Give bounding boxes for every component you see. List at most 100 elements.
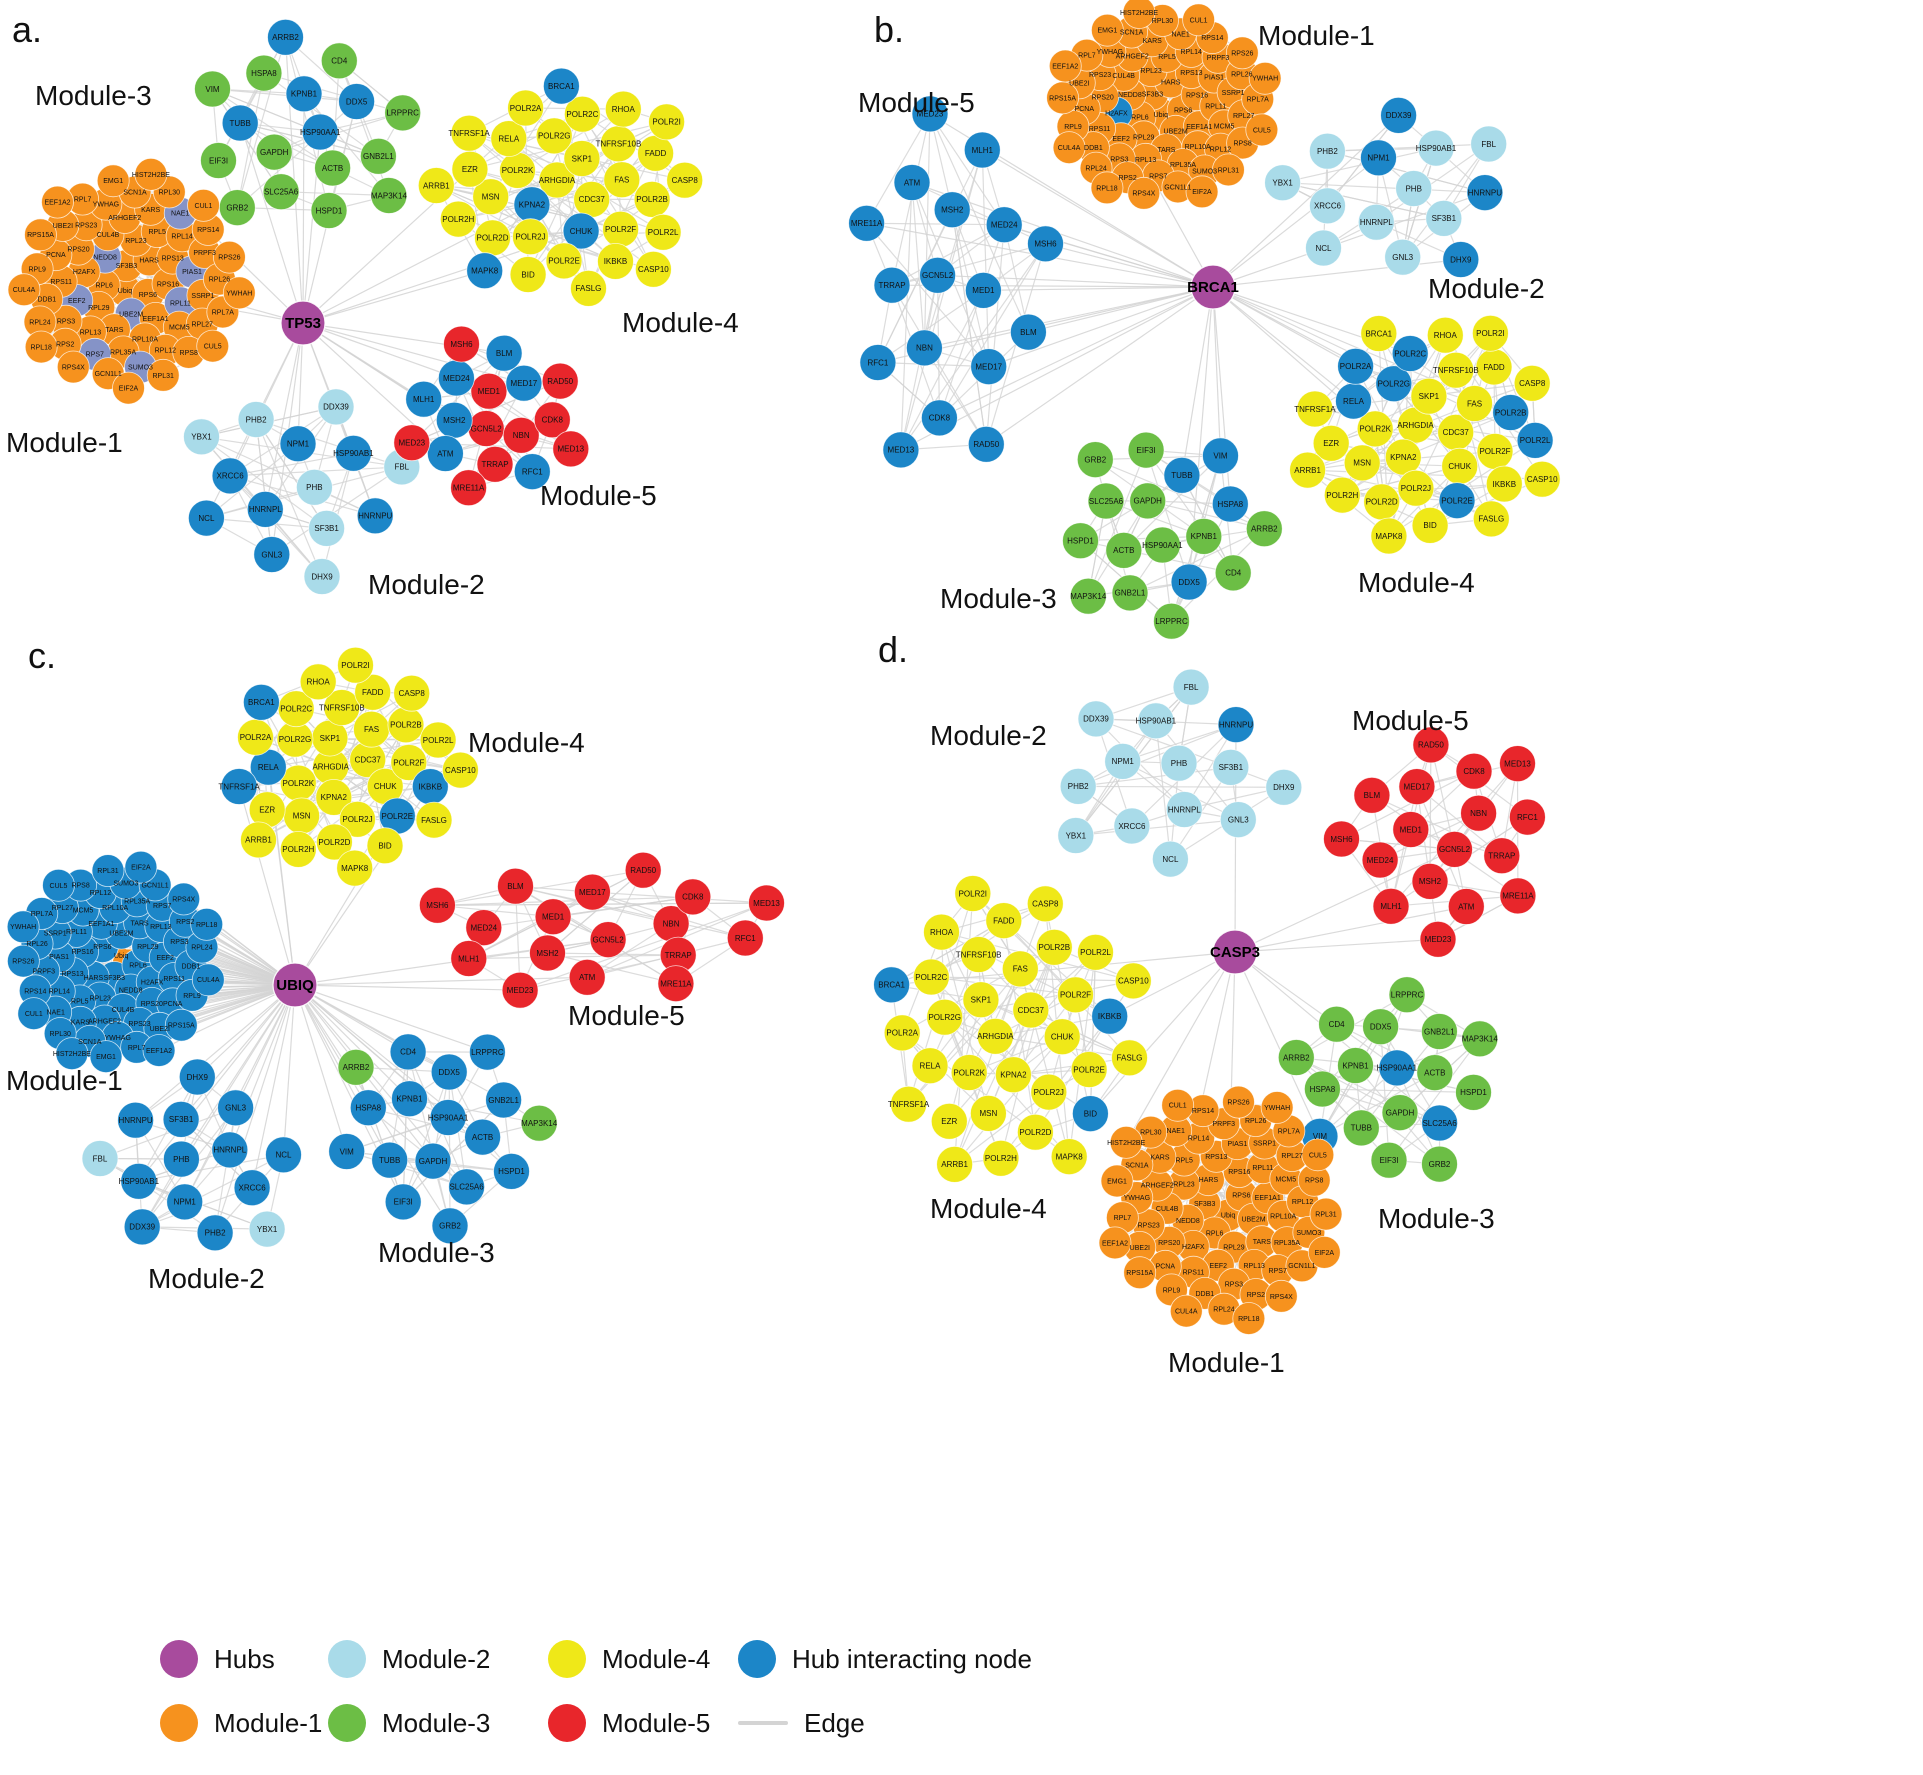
network-node[interactable] xyxy=(1211,485,1249,523)
network-node[interactable] xyxy=(1225,36,1259,70)
network-node[interactable] xyxy=(384,94,422,132)
network-node[interactable] xyxy=(1070,1051,1108,1088)
network-node[interactable] xyxy=(1069,577,1107,615)
network-node[interactable] xyxy=(1421,1104,1458,1142)
network-node[interactable] xyxy=(882,431,920,469)
network-node[interactable] xyxy=(1309,187,1346,225)
network-node[interactable] xyxy=(89,1040,123,1073)
network-node[interactable] xyxy=(1370,1141,1408,1179)
network-node[interactable] xyxy=(283,797,321,835)
network-node[interactable] xyxy=(1460,794,1497,832)
network-node[interactable] xyxy=(435,401,473,439)
network-node[interactable] xyxy=(848,204,885,242)
network-node[interactable] xyxy=(1381,1094,1419,1131)
network-node[interactable] xyxy=(120,1162,158,1200)
network-node[interactable] xyxy=(194,70,231,108)
network-node[interactable] xyxy=(1048,49,1082,83)
network-node[interactable] xyxy=(1476,432,1514,470)
network-node[interactable] xyxy=(167,882,201,916)
network-node[interactable] xyxy=(320,42,358,80)
network-node[interactable] xyxy=(1001,950,1039,988)
network-node[interactable] xyxy=(534,898,572,936)
network-node[interactable] xyxy=(1323,820,1360,858)
network-node[interactable] xyxy=(359,137,397,175)
network-node[interactable] xyxy=(1455,1074,1492,1111)
network-node[interactable] xyxy=(354,673,392,711)
network-node[interactable] xyxy=(648,103,685,141)
network-node[interactable] xyxy=(1137,702,1175,740)
network-node[interactable] xyxy=(24,218,57,252)
network-node[interactable] xyxy=(390,744,428,781)
network-node[interactable] xyxy=(1411,863,1449,900)
network-node[interactable] xyxy=(1309,132,1346,170)
network-node[interactable] xyxy=(873,966,910,1004)
network-node[interactable] xyxy=(1318,1005,1355,1043)
network-node[interactable] xyxy=(1161,1088,1195,1122)
network-node[interactable] xyxy=(930,1102,968,1140)
network-node[interactable] xyxy=(535,117,573,155)
network-node[interactable] xyxy=(911,1047,949,1085)
network-node[interactable] xyxy=(334,434,372,472)
network-node[interactable] xyxy=(954,875,992,912)
network-node[interactable] xyxy=(429,1099,467,1136)
network-node[interactable] xyxy=(1057,976,1094,1014)
network-node[interactable] xyxy=(505,364,543,402)
network-node[interactable] xyxy=(1245,113,1279,147)
network-node[interactable] xyxy=(142,1034,176,1067)
network-node[interactable] xyxy=(1076,441,1114,479)
network-node[interactable] xyxy=(314,149,352,187)
network-node[interactable] xyxy=(279,831,317,868)
network-node[interactable] xyxy=(323,689,361,726)
network-node[interactable] xyxy=(91,854,125,887)
network-node[interactable] xyxy=(426,435,464,472)
network-node[interactable] xyxy=(245,54,283,92)
network-node[interactable] xyxy=(1296,390,1334,428)
network-node[interactable] xyxy=(1370,517,1408,555)
network-node[interactable] xyxy=(187,499,225,537)
network-node[interactable] xyxy=(970,348,1008,386)
network-node[interactable] xyxy=(1388,976,1426,1014)
network-node[interactable] xyxy=(371,1141,409,1179)
network-node[interactable] xyxy=(233,1169,271,1207)
network-node[interactable] xyxy=(55,1037,89,1070)
network-node[interactable] xyxy=(190,908,224,941)
network-node[interactable] xyxy=(370,177,408,214)
network-node[interactable] xyxy=(1337,347,1374,385)
network-node[interactable] xyxy=(1091,997,1129,1035)
network-node[interactable] xyxy=(574,873,611,911)
network-node[interactable] xyxy=(1153,602,1190,640)
network-node[interactable] xyxy=(191,963,225,997)
network-node[interactable] xyxy=(1027,225,1064,263)
network-node[interactable] xyxy=(393,674,431,712)
network-node[interactable] xyxy=(437,359,475,397)
network-node[interactable] xyxy=(1217,706,1255,743)
network-node[interactable] xyxy=(470,372,508,410)
network-node[interactable] xyxy=(533,401,571,439)
network-node[interactable] xyxy=(1391,335,1429,372)
network-node[interactable] xyxy=(117,1101,155,1139)
network-node[interactable] xyxy=(1384,238,1422,276)
network-node[interactable] xyxy=(589,921,627,958)
network-node[interactable] xyxy=(1362,1008,1399,1046)
network-node[interactable] xyxy=(1090,171,1124,205)
network-node[interactable] xyxy=(6,944,40,978)
network-node[interactable] xyxy=(124,850,158,884)
network-node[interactable] xyxy=(474,219,511,257)
network-node[interactable] xyxy=(923,913,960,951)
network-node[interactable] xyxy=(1077,700,1115,738)
network-node[interactable] xyxy=(1264,1279,1298,1313)
network-node[interactable] xyxy=(353,710,390,748)
network-node[interactable] xyxy=(1172,668,1210,706)
network-node[interactable] xyxy=(906,329,943,367)
network-node[interactable] xyxy=(977,1017,1014,1055)
network-node[interactable] xyxy=(134,157,168,191)
network-node[interactable] xyxy=(1485,465,1523,503)
network-node[interactable] xyxy=(493,1153,530,1190)
network-node[interactable] xyxy=(349,1089,387,1127)
network-node[interactable] xyxy=(1185,518,1223,555)
network-node[interactable] xyxy=(1392,811,1430,848)
network-node[interactable] xyxy=(237,401,275,438)
network-node[interactable] xyxy=(417,167,455,204)
network-node[interactable] xyxy=(502,416,540,454)
network-node[interactable] xyxy=(1342,1109,1380,1147)
